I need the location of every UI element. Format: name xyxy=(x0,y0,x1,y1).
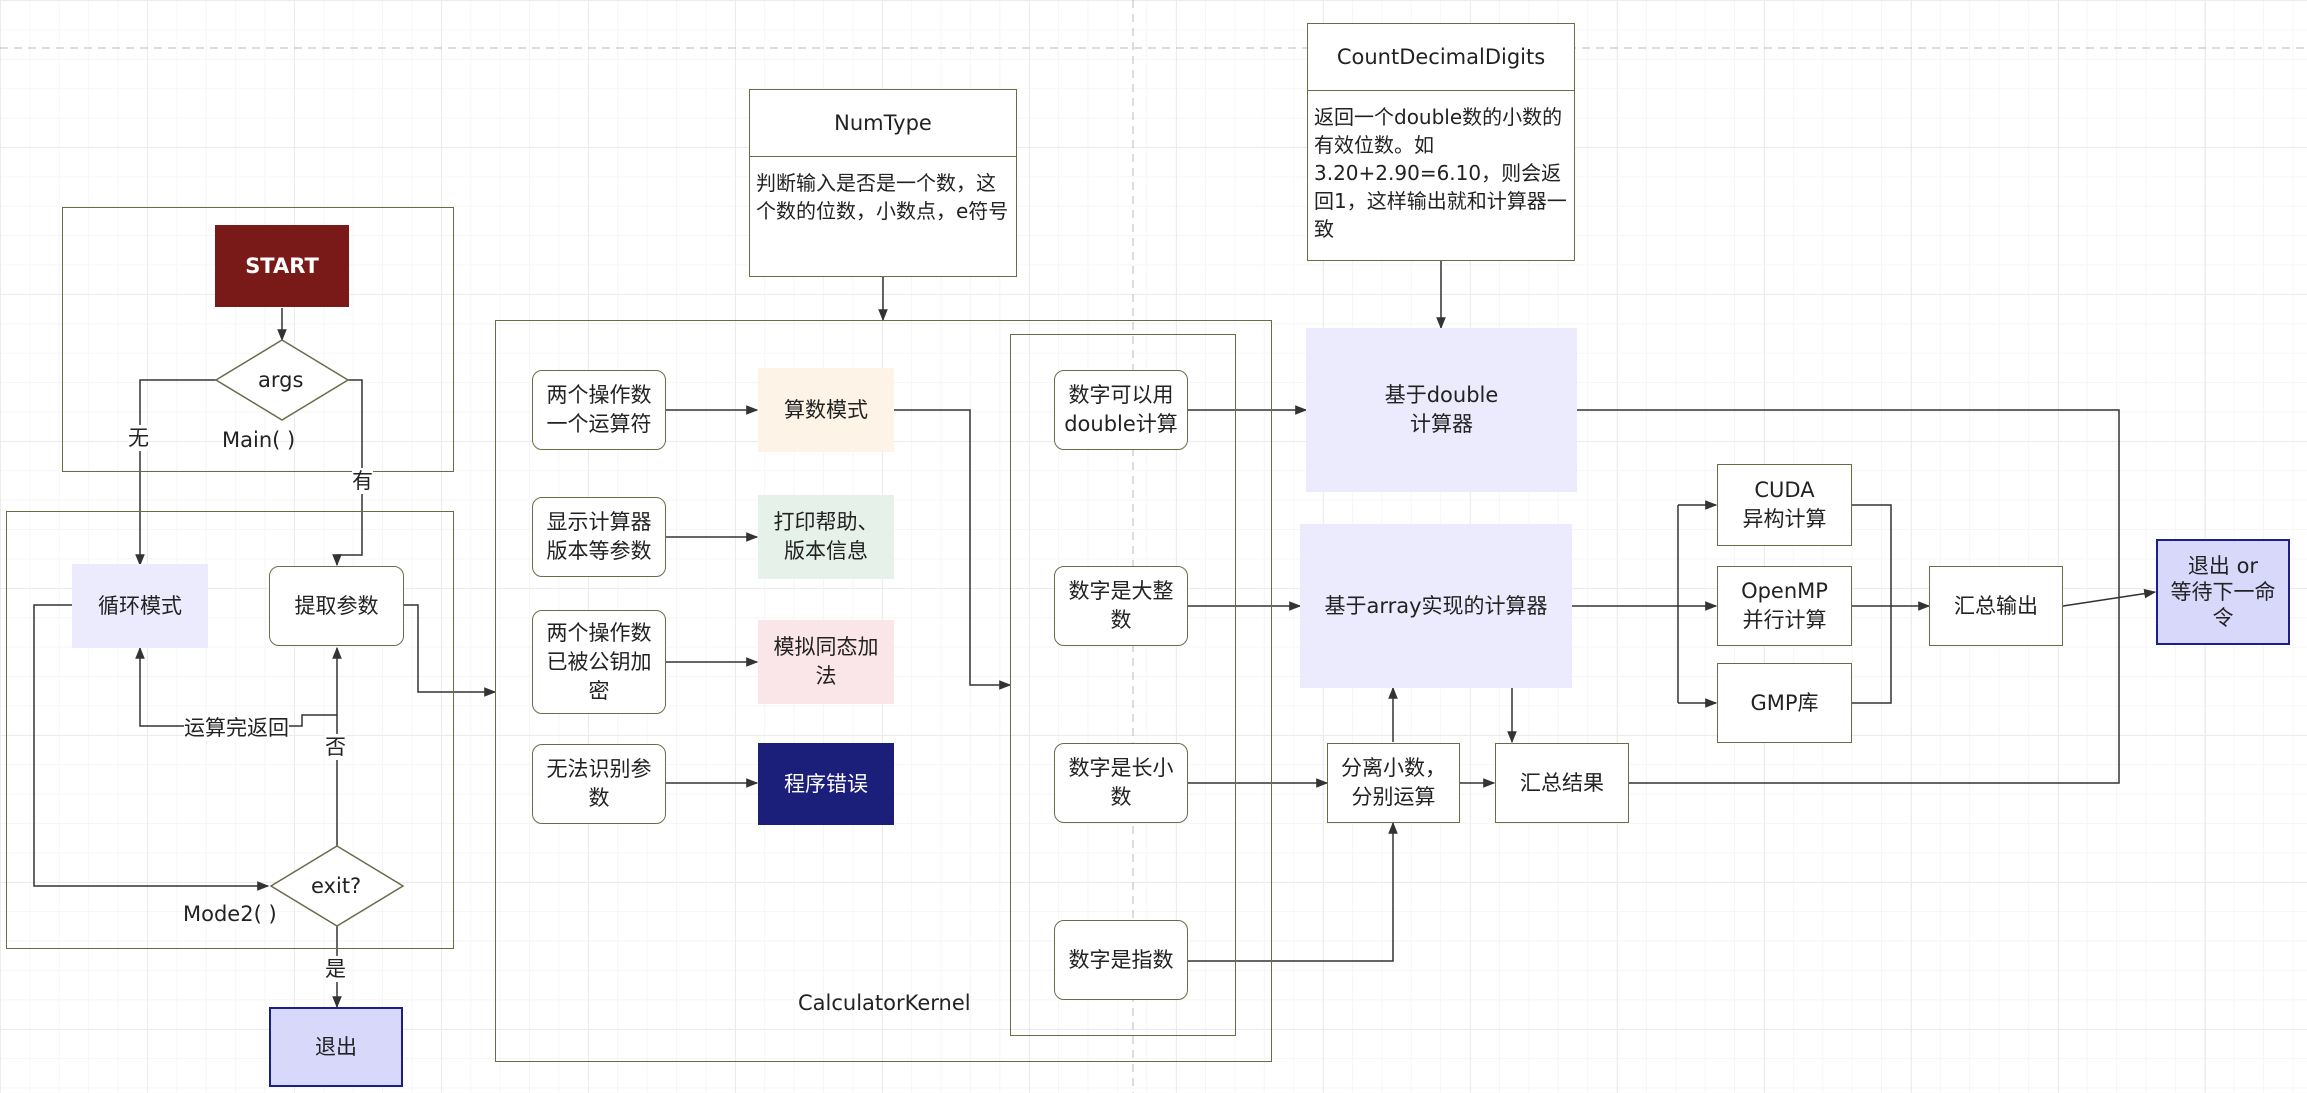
no-args-label: 无 xyxy=(128,425,149,451)
countdecimal-title: CountDecimalDigits xyxy=(1308,24,1574,91)
gmp-backend[interactable]: GMP库 xyxy=(1717,663,1852,743)
mode-arithmetic[interactable]: 算数模式 xyxy=(758,368,894,452)
has-args-label: 有 xyxy=(352,468,373,494)
mode2-caption: Mode2( ) xyxy=(183,902,277,926)
args-label: args xyxy=(258,368,304,392)
extract-params-node[interactable]: 提取参数 xyxy=(269,566,404,646)
edge-output-exitwait xyxy=(2062,588,2157,607)
return-after-calc-label: 运算完返回 xyxy=(184,715,289,741)
numtype-exponent[interactable]: 数字是指数 xyxy=(1054,920,1188,1000)
openmp-backend[interactable]: OpenMP 并行计算 xyxy=(1717,566,1852,646)
mode-program-error[interactable]: 程序错误 xyxy=(758,743,894,825)
input-two-operands[interactable]: 两个操作数 一个运算符 xyxy=(532,370,666,450)
edge-return-loop xyxy=(135,646,337,727)
countdecimal-desc: 返回一个double数的小数的有效位数。如3.20+2.90=6.10，则会返回… xyxy=(1314,105,1567,241)
numtype-double[interactable]: 数字可以用 double计算 xyxy=(1054,370,1188,450)
main-container xyxy=(62,207,454,472)
numtype-desc: 判断输入是否是一个数，这个数的位数，小数点，e符号 xyxy=(756,171,1009,223)
exit-or-wait-node[interactable]: 退出 or 等待下一命 令 xyxy=(2156,539,2290,645)
edge-args-loop xyxy=(135,379,216,567)
calculator-kernel-container xyxy=(495,320,1272,1062)
args-decision xyxy=(214,339,350,421)
edge-loop-exit xyxy=(33,604,270,891)
exit-node[interactable]: 退出 xyxy=(269,1007,403,1087)
yes-exit-label: 是 xyxy=(325,956,346,982)
start-node[interactable]: START xyxy=(215,225,349,307)
cuda-backend[interactable]: CUDA 异构计算 xyxy=(1717,464,1852,546)
main-caption: Main( ) xyxy=(222,428,296,452)
input-show-version[interactable]: 显示计算器 版本等参数 xyxy=(532,497,666,577)
exit-decision xyxy=(269,845,405,927)
edge-exp-split xyxy=(1188,821,1398,962)
num-types-container xyxy=(1010,334,1236,1036)
summary-result-node[interactable]: 汇总结果 xyxy=(1495,743,1629,823)
numtype-big-integer[interactable]: 数字是大整 数 xyxy=(1054,566,1188,646)
double-calculator[interactable]: 基于double 计算器 xyxy=(1306,328,1577,492)
no-exit-label: 否 xyxy=(325,734,346,760)
split-decimal-node[interactable]: 分离小数， 分别运算 xyxy=(1327,743,1460,823)
loop-mode-node[interactable]: 循环模式 xyxy=(72,564,208,648)
exit-question-label: exit? xyxy=(311,874,362,898)
numtype-long-decimal[interactable]: 数字是长小 数 xyxy=(1054,743,1188,823)
input-encrypted[interactable]: 两个操作数 已被公钥加 密 xyxy=(532,610,666,714)
kernel-caption: CalculatorKernel xyxy=(798,991,971,1015)
edge-summary-exitwait xyxy=(1629,592,2120,784)
countdecimal-panel: CountDecimalDigits 返回一个double数的小数的有效位数。如… xyxy=(1307,23,1575,261)
mode2-container xyxy=(6,511,454,949)
array-calculator[interactable]: 基于array实现的计算器 xyxy=(1300,524,1572,688)
edge-arith-numtypes xyxy=(894,409,1012,690)
edge-extract-kernel xyxy=(404,604,497,697)
edge-backends-merge xyxy=(1852,504,1892,704)
numtype-panel: NumType 判断输入是否是一个数，这个数的位数，小数点，e符号 xyxy=(749,89,1017,277)
edge-doublecalc-exitwait xyxy=(1577,409,2120,592)
mode-print-help[interactable]: 打印帮助、 版本信息 xyxy=(758,495,894,579)
edge-args-extract xyxy=(332,379,363,567)
summary-output-node[interactable]: 汇总输出 xyxy=(1929,566,2063,646)
input-unrecognized[interactable]: 无法识别参 数 xyxy=(532,744,666,824)
mode-homomorphic-add[interactable]: 模拟同态加 法 xyxy=(758,620,894,704)
numtype-title: NumType xyxy=(750,90,1016,157)
